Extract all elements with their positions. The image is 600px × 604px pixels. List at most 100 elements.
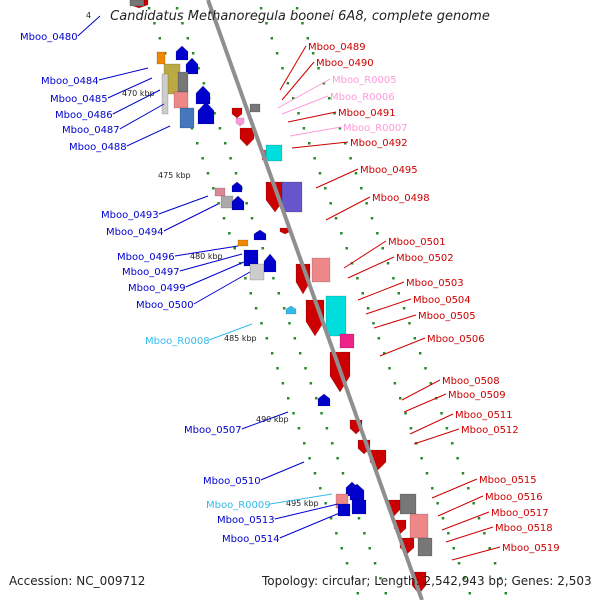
scale-tick bbox=[197, 67, 200, 70]
forward-gene-arrow bbox=[317, 393, 331, 407]
scale-tick bbox=[429, 382, 433, 385]
forward-gene-arrow bbox=[231, 181, 243, 193]
scale-tick bbox=[440, 412, 443, 415]
scale-kbp-label: 470 kbp bbox=[122, 89, 155, 98]
scale-kbp-label: 495 kbp bbox=[286, 499, 319, 508]
scale-tick bbox=[224, 142, 227, 145]
scale-tick bbox=[341, 472, 345, 475]
rna-label: Mboo_R0005 bbox=[332, 75, 397, 86]
scale-tick bbox=[228, 232, 231, 235]
scale-tick bbox=[483, 532, 486, 535]
gene-label: Mboo_0502 bbox=[396, 253, 454, 264]
scale-tick bbox=[297, 112, 300, 115]
gene-label: Mboo_0487 bbox=[62, 125, 120, 136]
scale-tick bbox=[504, 592, 508, 595]
scale-tick bbox=[361, 292, 365, 295]
label-leader-line bbox=[413, 428, 460, 445]
forward-gene-block bbox=[243, 249, 259, 267]
scale-tick bbox=[370, 217, 374, 220]
gene-label: Mboo_0501 bbox=[388, 237, 446, 248]
pink-gene-block bbox=[173, 91, 189, 109]
label-leader-line bbox=[274, 503, 339, 520]
scale-tick bbox=[250, 217, 254, 220]
scale-tick bbox=[212, 187, 215, 190]
scale-tick bbox=[181, 22, 184, 25]
label-leader-line bbox=[445, 526, 494, 543]
gene-features bbox=[129, 0, 433, 595]
scale-tick bbox=[351, 577, 354, 580]
scale-tick bbox=[298, 352, 302, 355]
rna-label: Mboo_R0008 bbox=[145, 336, 210, 347]
orange-gene-block bbox=[237, 239, 249, 247]
scale-tick bbox=[334, 217, 338, 220]
scale-tick bbox=[365, 202, 368, 205]
scale-tick bbox=[354, 172, 358, 175]
forward-gene-block bbox=[351, 499, 367, 515]
forward-gene-arrow bbox=[253, 229, 267, 241]
scale-tick bbox=[327, 97, 331, 100]
scale-kbp-label: 480 kbp bbox=[190, 252, 223, 261]
scale-tick bbox=[291, 97, 295, 100]
scale-tick bbox=[393, 382, 397, 385]
scale-tick bbox=[472, 502, 475, 505]
label-leader-line bbox=[112, 89, 161, 115]
label-leader-line bbox=[365, 298, 412, 315]
label-leader-line bbox=[347, 256, 395, 279]
label-leader-line bbox=[98, 67, 149, 81]
scale-tick bbox=[344, 142, 347, 145]
grey-gene-block bbox=[161, 73, 169, 115]
scale-tick bbox=[270, 352, 274, 355]
gene-label: Mboo_0494 bbox=[106, 227, 164, 238]
scale-tick bbox=[363, 532, 366, 535]
gene-label: Mboo_0515 bbox=[479, 475, 537, 486]
scale-tick bbox=[398, 397, 402, 400]
scale-tick bbox=[461, 472, 465, 475]
gene-label: Mboo_0489 bbox=[308, 42, 366, 53]
scale-tick bbox=[308, 457, 311, 460]
gene-label: Mboo_0507 bbox=[184, 425, 242, 436]
label-leader-line bbox=[289, 126, 342, 137]
scale-tick bbox=[325, 427, 329, 430]
trna-reverse-arrow bbox=[235, 117, 245, 127]
scale-tick bbox=[360, 187, 363, 190]
scale-tick bbox=[467, 487, 470, 490]
scale-tick bbox=[338, 127, 342, 130]
pink-gene-block bbox=[311, 257, 331, 283]
gene-label: Mboo_0488 bbox=[69, 142, 127, 153]
scale-tick bbox=[381, 247, 384, 250]
label-leader-line bbox=[174, 245, 239, 257]
scale-tick bbox=[408, 322, 411, 325]
scale-tick bbox=[265, 337, 269, 340]
scale-tick bbox=[388, 367, 391, 370]
scale-tick bbox=[196, 142, 199, 145]
scale-tick bbox=[295, 7, 299, 10]
label-leader-line bbox=[208, 323, 253, 341]
scale-tick bbox=[368, 547, 371, 550]
scale-tick bbox=[376, 232, 379, 235]
label-leader-line bbox=[269, 493, 333, 505]
scale-tick bbox=[244, 277, 247, 280]
scale-tick bbox=[270, 37, 274, 40]
grey-gene-block bbox=[177, 71, 189, 93]
scale-kbp-label: 475 kbp bbox=[158, 171, 191, 180]
scale-tick bbox=[319, 487, 322, 490]
label-leader-line bbox=[401, 379, 441, 401]
label-leader-line bbox=[451, 546, 501, 561]
scale-tick bbox=[229, 157, 232, 160]
scale-tick bbox=[234, 172, 238, 175]
gene-label: Mboo_0511 bbox=[455, 410, 513, 421]
gene-label: Mboo_0512 bbox=[461, 425, 519, 436]
scale-tick bbox=[436, 502, 439, 505]
scale-tick bbox=[477, 517, 481, 520]
scale-tick bbox=[275, 52, 279, 55]
scale-tick bbox=[382, 352, 386, 355]
gene-label: Mboo_0519 bbox=[502, 543, 560, 554]
scale-tick bbox=[333, 112, 336, 115]
gene-label: Mboo_0517 bbox=[491, 508, 549, 519]
scale-tick bbox=[286, 397, 290, 400]
scale-tick bbox=[377, 337, 381, 340]
gene-label: Mboo_0506 bbox=[427, 334, 485, 345]
scale-tick bbox=[340, 547, 343, 550]
